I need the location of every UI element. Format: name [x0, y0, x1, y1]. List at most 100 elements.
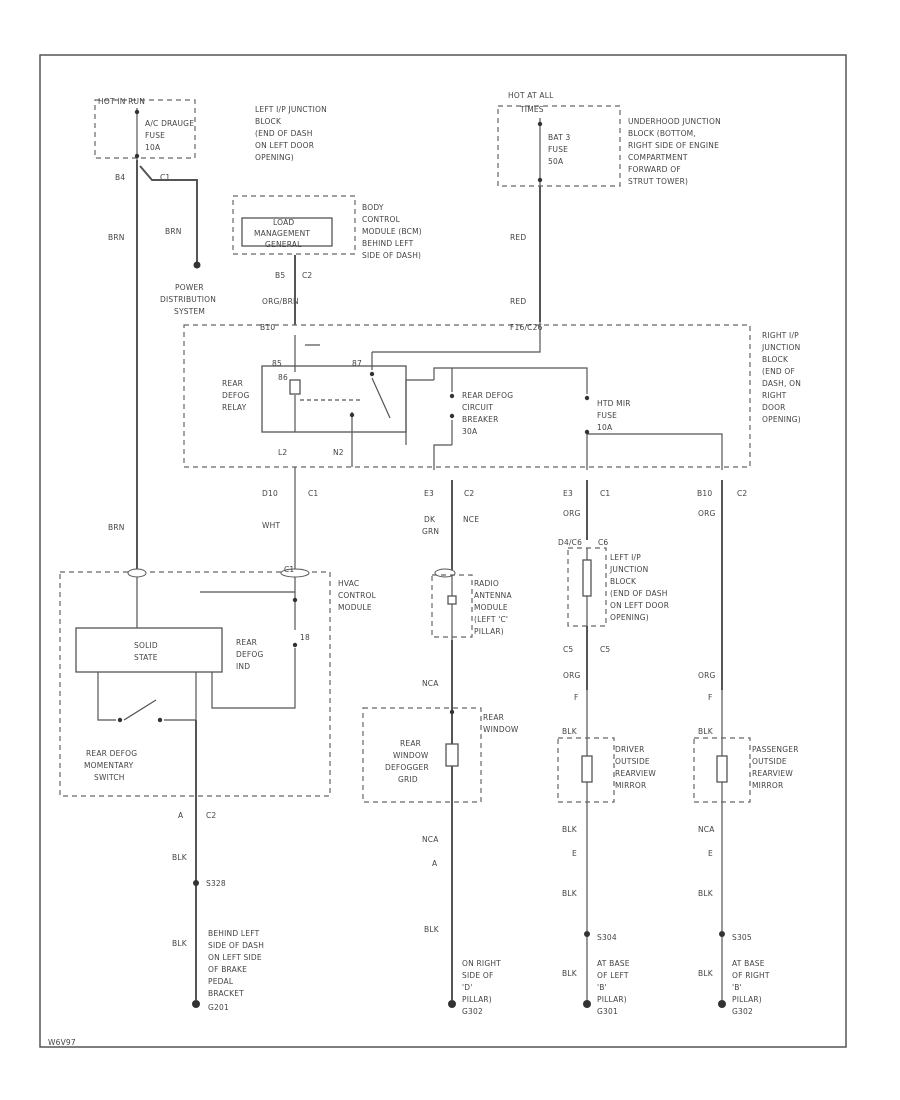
junction-loc-6: RIGHT — [762, 391, 787, 400]
breaker-line-2: CIRCUIT — [462, 403, 493, 412]
ground-g4-loc-2: OF RIGHT — [732, 971, 770, 980]
relay-pin-87: 87 — [352, 359, 362, 368]
htd-fuse-line-1: HTD MIR — [597, 399, 631, 408]
ground-g4-blk-1: BLK — [698, 889, 714, 898]
diagram-code: W6V97 — [48, 1038, 76, 1047]
htd-fuse-bottom-dot — [584, 429, 590, 435]
htd-fuse-line-2: FUSE — [597, 411, 617, 420]
breaker-top-dot — [449, 393, 455, 399]
conn-2-name: C2 — [464, 489, 474, 498]
passenger-mirror-box — [693, 737, 751, 803]
fuse-right-top-dot — [537, 121, 543, 127]
wire-label-org-3: ORG — [698, 509, 716, 518]
ground-g3: BLK S304 BLK AT BASE OF LEFT 'B' PILLAR)… — [562, 889, 630, 1016]
driver-mirror-pin-f: F — [574, 693, 579, 702]
ground-g2-loc-1: ON RIGHT — [462, 959, 501, 968]
wire-label-red-2: RED — [510, 297, 526, 306]
passenger-mirror-1: PASSENGER — [752, 745, 799, 754]
power-dist-line-2: DISTRIBUTION — [160, 295, 216, 304]
ground-g4-loc-3: 'B' — [732, 983, 742, 992]
power-dist-arrow — [193, 261, 201, 269]
wire-label-red-1: RED — [510, 233, 526, 242]
ground-g1-loc-6: BRACKET — [208, 989, 244, 998]
ground-g2-loc-3: 'D' — [462, 983, 473, 992]
ground-g4: BLK S305 BLK AT BASE OF RIGHT 'B' PILLAR… — [698, 889, 770, 1016]
junction-left2-conn-2: C5 — [600, 645, 610, 654]
fuse-right-loc-3: RIGHT SIDE OF ENGINE — [628, 141, 719, 150]
ground-g2: BLK ON RIGHT SIDE OF 'D' PILLAR) G302 — [424, 925, 501, 1016]
hvac-label-3: MODULE — [338, 603, 372, 612]
bcm-pin: B5 — [275, 271, 285, 280]
rear-window-box — [362, 707, 482, 803]
ground-g1-loc-2: SIDE OF DASH — [208, 941, 264, 950]
power-dist-line-3: SYSTEM — [174, 307, 205, 316]
passenger-mirror-nca: NCA — [698, 825, 715, 834]
junction-loc-4: (END OF — [762, 367, 795, 376]
bcm-wire-label: ORG/BRN — [262, 297, 299, 306]
rear-window-loc-2: WINDOW — [483, 725, 519, 734]
passenger-mirror-3: REARVIEW — [752, 769, 793, 778]
load-mgmt-line-1: LOAD — [273, 218, 294, 227]
radio-label-1: RADIO — [474, 579, 499, 588]
junction-loc-5: DASH, ON — [762, 379, 801, 388]
ground-g1: BLK S328 BLK BEHIND LEFT SIDE OF DASH ON… — [172, 853, 264, 1012]
driver-mirror-group: F BLK DRIVER OUTSIDE REARVIEW MIRROR E B… — [557, 690, 656, 1000]
junction-left2-loc-5: ON LEFT DOOR — [610, 601, 669, 610]
driver-mirror-blk-2: BLK — [562, 825, 578, 834]
wire-label-brn-1: BRN — [108, 233, 125, 242]
fuse-right-loc-1: UNDERHOOD JUNCTION — [628, 117, 721, 126]
ground-g2-symbol — [448, 1000, 456, 1008]
fuse-right-loc-5: FORWARD OF — [628, 165, 681, 174]
rear-window-wire-bot: NCA — [422, 835, 439, 844]
ground-g1-splice-dot — [193, 880, 199, 886]
fuse-left-name: A/C DRAUGE — [145, 119, 194, 128]
fuse-right-amps: 50A — [548, 157, 564, 166]
driver-mirror-2: OUTSIDE — [615, 757, 650, 766]
ground-g3-id: G301 — [597, 1007, 618, 1016]
power-dist-line-1: POWER — [175, 283, 204, 292]
ground-g1-loc-1: BEHIND LEFT — [208, 929, 260, 938]
junction-left2-element — [582, 559, 592, 597]
driver-mirror-1: DRIVER — [615, 745, 644, 754]
rear-window-node — [449, 709, 455, 715]
fuse-right-hot-2: TIMES — [519, 105, 544, 114]
junction-pin-left: B10 — [260, 323, 275, 332]
load-mgmt-line-3: GENERAL — [265, 240, 302, 249]
switch-label-2: MOMENTARY — [84, 761, 134, 770]
junction-loc-8: OPENING) — [762, 415, 801, 424]
conn-4-pin: B10 — [697, 489, 712, 498]
bcm-loc-4: BEHIND LEFT — [362, 239, 414, 248]
ground-g1-loc-5: PEDAL — [208, 977, 234, 986]
htd-fuse-top-dot — [584, 395, 590, 401]
fuse-right-name: BAT 3 — [548, 133, 570, 142]
hvac-node-top — [292, 597, 298, 603]
junction-pin-n2: N2 — [333, 448, 344, 457]
wire-label-dkgrn-1: DK — [424, 515, 436, 524]
ground-g4-blk-2: BLK — [698, 969, 714, 978]
driver-mirror-4: MIRROR — [615, 781, 646, 790]
junction-left2-loc-6: OPENING) — [610, 613, 649, 622]
ground-g1-symbol — [192, 1000, 200, 1008]
switch-node-left — [117, 717, 123, 723]
rear-window-label-3: DEFOGGER — [385, 763, 429, 772]
wire-label-brn-2: BRN — [165, 227, 182, 236]
junction-loc-7: DOOR — [762, 403, 786, 412]
fuse-left-hot-label: HOT IN RUN — [98, 97, 145, 106]
driver-mirror-heater — [581, 755, 593, 783]
wire-label-org-2: ORG — [563, 671, 581, 680]
hvac-module-box — [59, 571, 331, 797]
fuse-right-hot-1: HOT AT ALL — [508, 91, 554, 100]
switch-label-1: REAR DEFOG — [86, 749, 137, 758]
junction-left2-loc-3: BLOCK — [610, 577, 637, 586]
hvac-ind-3: IND — [236, 662, 250, 671]
ground-g3-symbol — [583, 1000, 591, 1008]
fuse-left-top-dot — [134, 109, 140, 115]
relay-label-2: DEFOG — [222, 391, 250, 400]
ground-g3-loc-4: PILLAR) — [597, 995, 627, 1004]
junction-left2-loc-2: JUNCTION — [609, 565, 648, 574]
wire-label-dkgrn-2: GRN — [422, 527, 439, 536]
wire-label-org-1: ORG — [563, 509, 581, 518]
breaker-bottom-dot — [449, 413, 455, 419]
bcm-loc-5: SIDE OF DASH) — [362, 251, 421, 260]
